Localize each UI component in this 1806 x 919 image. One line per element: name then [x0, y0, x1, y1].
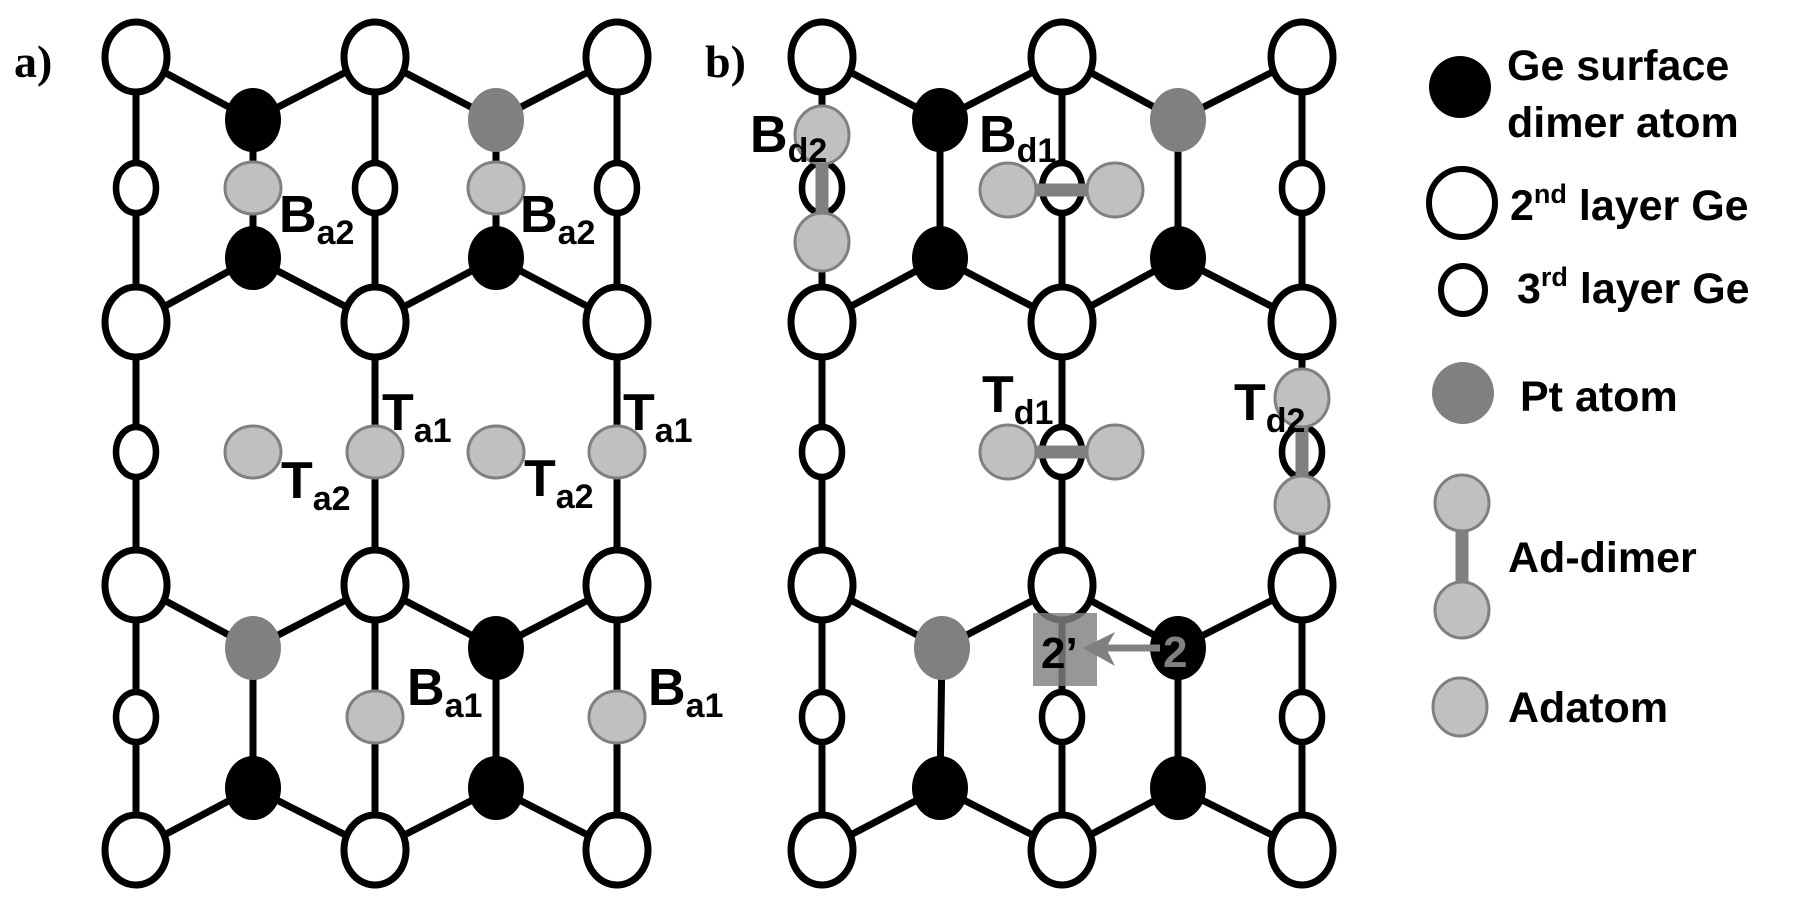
site-label-Ta2-right: Ta2	[524, 450, 594, 516]
legend-label-dimer-line2: dimer atom	[1507, 99, 1739, 147]
panel-b-addimers	[793, 104, 1331, 536]
legend-label-adatom: Adatom	[1508, 684, 1668, 732]
site-label-Td2: Td2	[1234, 374, 1305, 440]
site-label-Ba1-left: Ba1	[407, 659, 482, 725]
site-label-Ba2-right: Ba2	[520, 186, 595, 252]
dimer-migration-marker: 2’ 2	[1033, 613, 1187, 686]
ad-dimer-bottom-atom-icon	[1433, 580, 1491, 640]
legend-label-ad-dimer: Ad-dimer	[1508, 534, 1697, 582]
panel-a-site-labels: Ba2 Ba2 Ta1 Ta1 Ta2 Ta2 Ba1 Ba1	[279, 186, 723, 725]
legend-item-dimer-atom: Ge surface dimer atom	[1429, 42, 1739, 147]
site-label-Ta1-left: Ta1	[382, 384, 452, 450]
site-label-Bd2: Bd2	[750, 106, 827, 170]
second-layer-atom-icon	[1426, 166, 1498, 240]
panel-b-label: b)	[705, 36, 746, 87]
panel-a: a)	[14, 18, 723, 889]
panel-b-site-labels: Bd2 Bd1 Td1 Td2	[750, 106, 1305, 440]
site-label-Ba2-left: Ba2	[279, 186, 354, 252]
panel-b-dimers	[912, 88, 1206, 820]
panel-a-second-layer	[101, 18, 652, 889]
site-label-Ta1-right: Ta1	[623, 384, 693, 450]
panel-a-dimers	[225, 88, 524, 820]
legend-item-pt-atom: Pt atom	[1432, 362, 1678, 424]
migration-source-label: 2	[1163, 628, 1187, 677]
legend-label-pt-atom: Pt atom	[1520, 373, 1678, 421]
legend-item-third-layer: 3rd layer Ge	[1438, 262, 1750, 317]
legend-item-second-layer: 2nd layer Ge	[1426, 166, 1749, 240]
legend-label-third-layer: 3rd layer Ge	[1517, 262, 1750, 313]
pt-atom-icon	[1432, 362, 1494, 424]
site-label-Bd1: Bd1	[979, 106, 1056, 170]
site-label-Td1: Td1	[982, 366, 1053, 432]
panel-a-adatoms	[223, 160, 647, 745]
legend-label-dimer-line1: Ge surface	[1507, 42, 1729, 90]
site-label-Ba1-right: Ba1	[648, 659, 723, 725]
legend: Ge surface dimer atom 2nd layer Ge 3rd l…	[1426, 42, 1750, 738]
adatom-icon	[1431, 676, 1489, 738]
third-layer-atom-icon	[1438, 263, 1488, 317]
ad-dimer-top-atom-icon	[1433, 473, 1491, 533]
site-label-Ta2-left: Ta2	[281, 452, 351, 518]
legend-label-second-layer: 2nd layer Ge	[1510, 179, 1749, 230]
arrow-left-icon	[1083, 632, 1115, 666]
panel-a-label: a)	[14, 36, 52, 87]
panel-a-third-layer	[112, 159, 641, 746]
migration-target-label: 2’	[1041, 629, 1078, 678]
panel-b-second-layer	[787, 18, 1337, 889]
dimer-atom-icon	[1429, 56, 1491, 118]
legend-item-adatom: Adatom	[1431, 676, 1668, 738]
panel-b: b)	[705, 18, 1337, 889]
legend-item-ad-dimer: Ad-dimer	[1433, 473, 1697, 640]
